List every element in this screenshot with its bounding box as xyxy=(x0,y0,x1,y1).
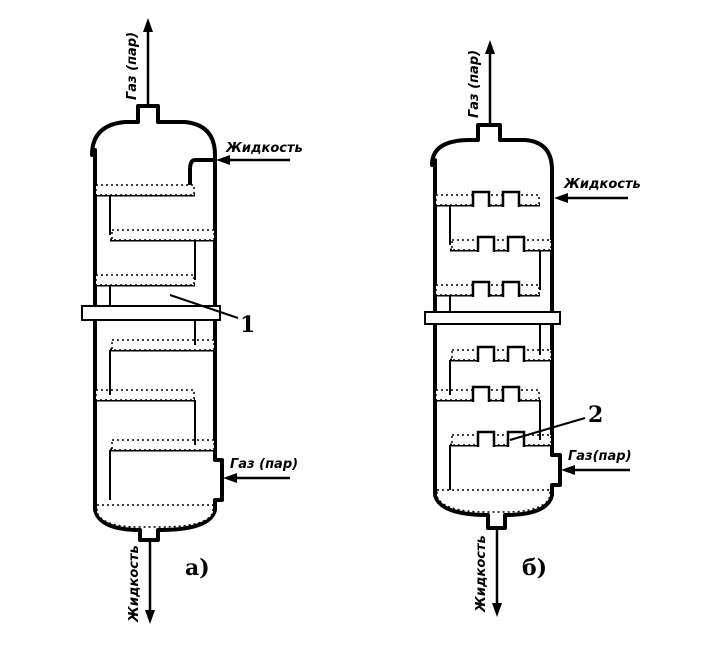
column-b-callout-number: 2 xyxy=(588,402,603,428)
column-a: 1 Газ (пар) Жидкость Газ (пар) Жидкость … xyxy=(81,18,303,624)
column-b-liquid-in-label: Жидкость xyxy=(563,177,641,192)
column-a-plates xyxy=(95,184,215,528)
column-a-gas-in-label: Газ (пар) xyxy=(230,457,298,472)
column-a-liquid-out-arrow xyxy=(145,540,155,624)
column-a-callout-leader xyxy=(169,294,239,319)
column-a-shell xyxy=(90,104,224,542)
column-a-gas-in-arrow xyxy=(223,473,290,483)
column-b-caption: б) xyxy=(522,555,547,581)
column-b-plates xyxy=(435,190,552,513)
column-b-shell xyxy=(430,123,562,530)
column-b-gas-in-label: Газ(пар) xyxy=(568,449,632,464)
column-b-liquid-out-label: Жидкость xyxy=(474,535,489,613)
column-a-break xyxy=(81,305,221,321)
column-b-break xyxy=(424,311,561,325)
column-a-caption: а) xyxy=(185,555,210,581)
column-a-gas-out-label: Газ (пар) xyxy=(125,32,140,100)
column-b-callout-leader xyxy=(509,417,586,441)
column-b-gas-in-arrow xyxy=(561,465,630,475)
column-a-liquid-inlet-pipe xyxy=(188,158,215,185)
column-b-liquid-out-arrow xyxy=(492,528,502,617)
column-b-gas-out-label: Газ (пар) xyxy=(467,50,482,118)
column-a-liquid-in-label: Жидкость xyxy=(225,141,303,156)
column-a-liquid-out-label: Жидкость xyxy=(127,545,142,623)
column-b-gas-out-arrow xyxy=(485,40,495,125)
column-b-liquid-in-arrow xyxy=(554,193,628,203)
column-a-liquid-in-arrow xyxy=(216,155,290,165)
column-b: 2 Газ (пар) Жидкость Газ(пар) Жидкость б… xyxy=(424,40,641,617)
column-a-gas-out-arrow xyxy=(143,18,153,106)
column-a-callout-number: 1 xyxy=(240,312,255,338)
